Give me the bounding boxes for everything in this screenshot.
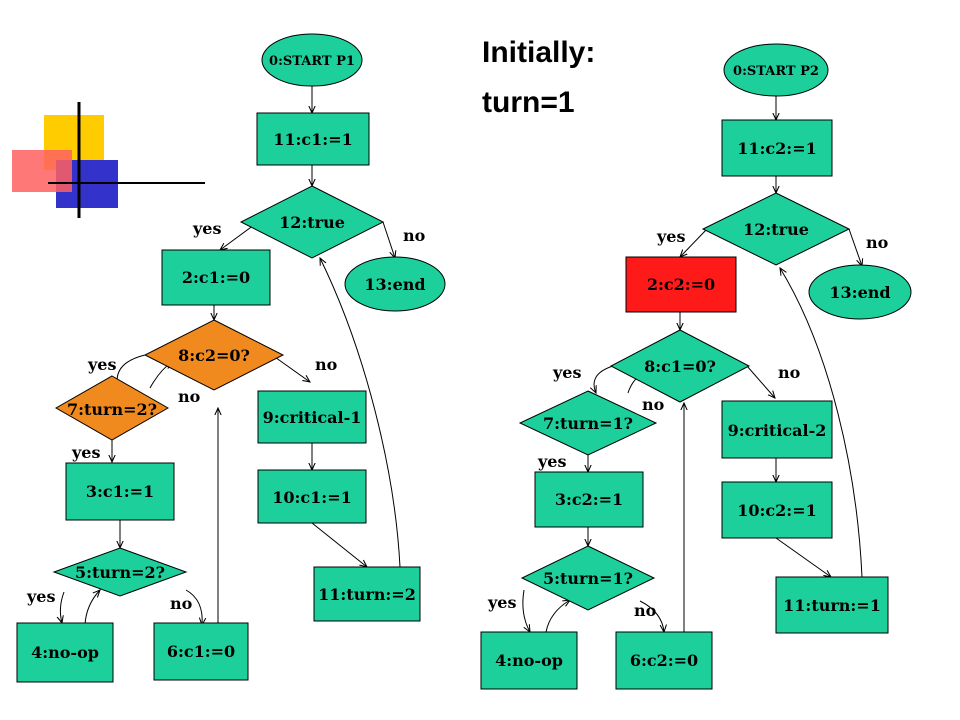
p1-loop-no-label: no (403, 226, 426, 245)
svg-text:12:true: 12:true (743, 220, 809, 239)
svg-text:9:critical-1: 9:critical-1 (263, 408, 362, 427)
p2-check-c1-decision: 8:c1=0? (609, 329, 751, 403)
svg-text:4:no-op: 4:no-op (31, 643, 99, 662)
svg-text:3:c1:=1: 3:c1:=1 (86, 482, 154, 501)
svg-text:2:c2:=0: 2:c2:=0 (647, 275, 715, 294)
svg-text:11:turn:=1: 11:turn:=1 (783, 596, 881, 615)
svg-text:9:critical-2: 9:critical-2 (728, 421, 827, 440)
p1-critical-node: 9:critical-1 (257, 390, 367, 444)
p2-check-turn-decision: 7:turn=1? (518, 390, 658, 456)
p1-turn-yes-label: yes (71, 443, 100, 462)
p2-loop-yes-label: yes (656, 227, 685, 246)
svg-text:4:no-op: 4:no-op (495, 651, 563, 670)
p1-c2-yes-label: yes (87, 355, 116, 374)
p2-wait-turn-decision: 5:turn=1? (520, 545, 656, 611)
p1-turn-set-node: 11:turn:=2 (313, 566, 421, 622)
p1-turn-no-label: no (178, 387, 201, 406)
p2-critical-node: 9:critical-2 (721, 400, 833, 459)
p2-c2-clear-bottom-node: 6:c2:=0 (615, 631, 713, 690)
svg-text:11:c1:=1: 11:c1:=1 (273, 130, 353, 149)
p1-check-turn-decision: 7:turn=2? (54, 375, 170, 441)
p1-c1-clear-top-node: 2:c1:=0 (161, 249, 271, 306)
p2-loop-decision: 12:true (701, 192, 851, 266)
svg-text:11:turn:=2: 11:turn:=2 (318, 585, 416, 604)
p2-c2-set-retry-node: 3:c2:=1 (534, 471, 644, 528)
svg-text:8:c1=0?: 8:c1=0? (644, 357, 716, 376)
p2-c2-clear-top-node: 2:c2:=0 (625, 256, 737, 313)
p2-wait-no-label: no (634, 601, 657, 620)
p1-wait-yes-label: yes (26, 587, 55, 606)
p2-c1-no-label: no (778, 363, 801, 382)
svg-text:6:c1:=0: 6:c1:=0 (167, 642, 235, 661)
p2-end-node: 13:end (808, 264, 912, 320)
p2-turn-yes-label: yes (537, 452, 566, 471)
svg-text:7:turn=2?: 7:turn=2? (67, 400, 157, 419)
p1-check-c2-decision: 8:c2=0? (143, 319, 285, 391)
p1-c2-no-label: no (315, 355, 338, 374)
svg-text:10:c1:=1: 10:c1:=1 (272, 488, 352, 507)
p1-start-node: 0:START P1 (261, 33, 363, 87)
p1-c1-set-node: 11:c1:=1 (256, 112, 370, 166)
p2-turn-set-node: 11:turn:=1 (775, 576, 889, 634)
p2-loop-no-label: no (866, 233, 889, 252)
p2-start-node: 0:START P2 (723, 43, 829, 97)
svg-text:5:turn=1?: 5:turn=1? (543, 569, 633, 588)
svg-text:12:true: 12:true (279, 213, 345, 232)
p1-loop-decision: 12:true (239, 185, 385, 259)
svg-text:13:end: 13:end (829, 283, 890, 302)
svg-text:6:c2:=0: 6:c2:=0 (630, 651, 698, 670)
p1-wait-no-label: no (170, 594, 193, 613)
p1-end-node: 13:end (344, 256, 446, 312)
svg-text:7:turn=1?: 7:turn=1? (543, 414, 633, 433)
p2-c1-yes-label: yes (552, 363, 581, 382)
p2-turn-no-label: no (642, 395, 665, 414)
svg-text:3:c2:=1: 3:c2:=1 (555, 490, 623, 509)
p1-c1-release-node: 10:c1:=1 (257, 469, 367, 524)
p1-c1-clear-bottom-node: 6:c1:=0 (153, 622, 249, 681)
p2-wait-yes-label: yes (487, 593, 516, 612)
title-turn-value: turn=1 (482, 86, 575, 119)
p2-c2-release-node: 10:c2:=1 (721, 481, 833, 539)
p2-noop-node: 4:no-op (480, 631, 578, 690)
title-initially: Initially: (482, 36, 595, 69)
process-2-flowchart (522, 96, 862, 632)
svg-text:13:end: 13:end (364, 275, 425, 294)
p1-loop-yes-label: yes (192, 219, 221, 238)
svg-text:2:c1:=0: 2:c1:=0 (182, 268, 250, 287)
p1-c1-set-retry-node: 3:c1:=1 (65, 462, 175, 521)
svg-text:0:START P2: 0:START P2 (733, 64, 819, 79)
svg-text:11:c2:=1: 11:c2:=1 (737, 139, 817, 158)
p1-wait-turn-decision: 5:turn=2? (52, 547, 188, 597)
svg-text:10:c2:=1: 10:c2:=1 (737, 501, 817, 520)
svg-text:0:START P1: 0:START P1 (269, 54, 355, 69)
svg-text:8:c2=0?: 8:c2=0? (178, 346, 250, 365)
p2-c2-set-node: 11:c2:=1 (721, 119, 833, 177)
p1-noop-node: 4:no-op (16, 622, 114, 683)
decorative-logo (12, 102, 205, 218)
svg-text:5:turn=2?: 5:turn=2? (75, 563, 165, 582)
